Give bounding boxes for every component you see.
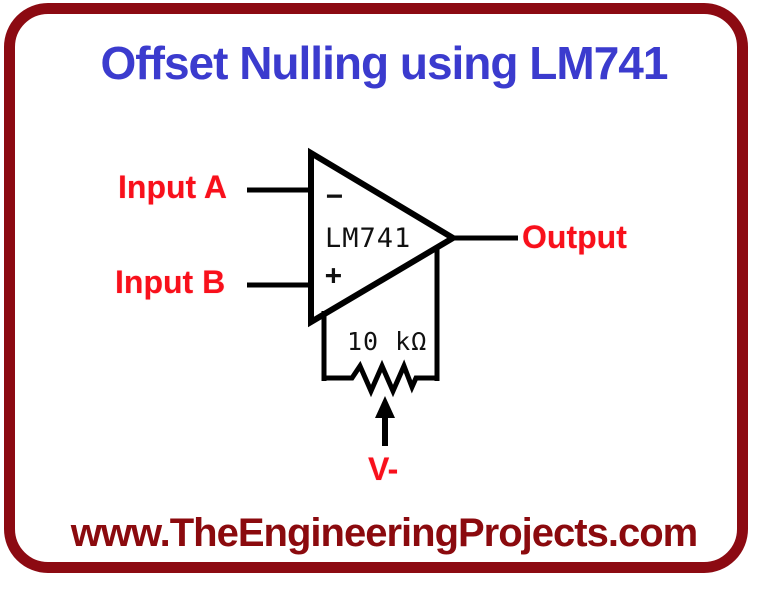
input-b-label: Input B [115,264,226,300]
opamp-triangle [308,147,459,328]
rounded-border-frame [4,3,748,573]
output-label: Output [522,219,627,255]
inverting-pin-label: − [326,179,343,212]
input-a-label: Input A [118,169,227,205]
wiper-arrow-head [375,396,395,418]
website-url: www.TheEngineeringProjects.com [70,511,698,555]
v-minus-label: V- [368,451,399,487]
non-inverting-pin-label: + [325,258,342,291]
page-title: Offset Nulling using LM741 [100,37,669,89]
chip-name-label: LM741 [325,223,412,254]
resistor-zigzag [322,359,439,398]
resistor-value-label: 10 kΩ [347,327,428,356]
